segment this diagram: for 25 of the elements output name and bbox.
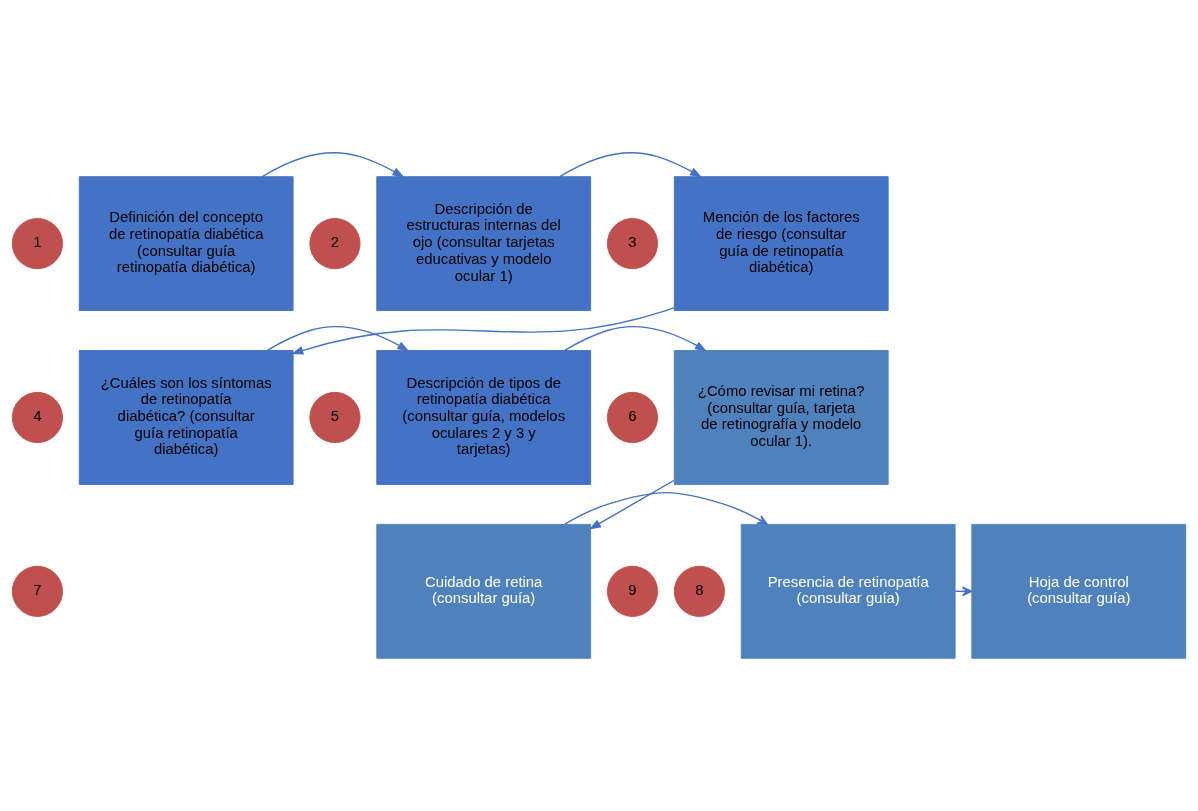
node-circle: 6 [606,391,659,444]
node-box: ¿Cuáles son los síntomas de retinopatía diabética? (consultar guía retinopatía diabética) [78,350,294,485]
arrow [564,326,707,352]
node-circle: 1 [11,218,63,270]
node-circle: 7 [11,565,63,617]
arrow [588,479,675,530]
node-circle: 8 [673,565,725,617]
arrow [261,152,405,178]
node-box: Cuidado de retina (consultar guía) [376,523,592,659]
node-box: Descripción de tipos de retinopatía diabética (consultar guía, modelos oculares 2 y 3 y tarjetas) [376,350,592,485]
node-box: Hoja de control (consultar guía) [971,523,1187,659]
node-circle: 9 [606,565,659,617]
arrow [564,491,768,525]
arrow [291,306,675,355]
node-box: Mención de los factores de riesgo (consultar guía de retinopatía diabética) [673,176,889,311]
node-box: ¿Cómo revisar mi retina? (consultar guía, tarjeta de retinografía y modelo ocular 1). [673,350,889,485]
node-box: Definición del concepto de retinopatía diabética (consultar guía retinopatía diabética) [78,176,294,311]
node-circle: 2 [309,218,361,270]
node-circle: 4 [11,391,63,444]
arrow [559,152,702,178]
arrow [266,326,410,352]
node-box: Descripción de estructuras internas del ojo (consultar tarjetas educativas y modelo ocular 1) [376,176,592,311]
node-circle: 3 [606,218,659,270]
node-circle: 5 [309,391,361,444]
node-box: Presencia de retinopatía (consultar guía) [740,523,956,659]
